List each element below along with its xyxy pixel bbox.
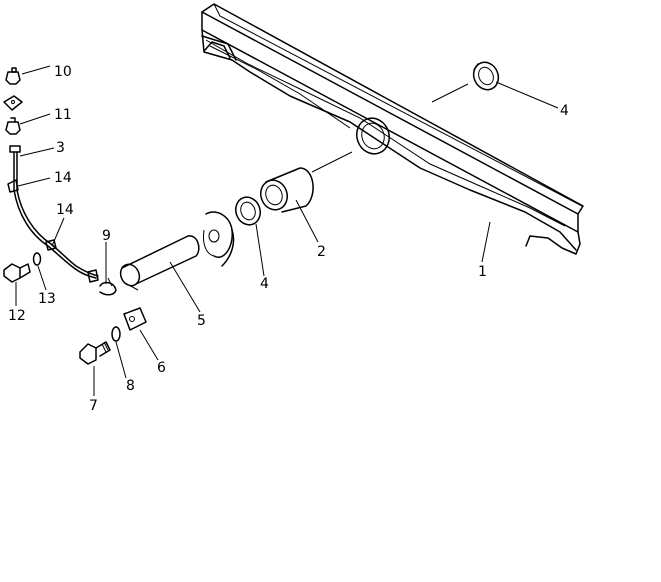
bolt-7 (79, 341, 111, 365)
callout-1: 1 (478, 264, 487, 280)
bolt-12 (3, 263, 31, 283)
callout-2: 2 (317, 244, 326, 260)
callout-3: 3 (56, 140, 65, 156)
bushing (260, 167, 314, 213)
callout-5: 5 (197, 313, 206, 329)
pin (119, 235, 200, 291)
callout-4-left: 4 (260, 276, 269, 292)
grease-tube (7, 145, 99, 283)
callout-14-lower: 14 (56, 202, 74, 218)
callout-10: 10 (54, 64, 72, 80)
equalizer-beam (201, 3, 584, 255)
callout-12: 12 (8, 308, 26, 324)
callout-labels: 10 11 3 14 14 9 12 13 5 6 8 7 4 2 4 1 (8, 64, 569, 414)
elbow-fitting (99, 277, 117, 296)
callout-4-right: 4 (560, 103, 569, 119)
seal-ring-left (234, 196, 262, 226)
leader-lines (15, 65, 559, 396)
cap (3, 95, 23, 111)
lock-plate (123, 307, 147, 331)
callout-8: 8 (126, 378, 135, 394)
callout-13: 13 (38, 291, 56, 307)
callout-9: 9 (102, 228, 111, 244)
seal-ring-right (472, 61, 500, 91)
callout-7: 7 (89, 398, 98, 414)
callout-6: 6 (157, 360, 166, 376)
washer-13 (32, 252, 42, 266)
thrust-washer (203, 211, 235, 267)
callout-14-upper: 14 (54, 170, 72, 186)
washer-8 (111, 326, 121, 342)
adapter (5, 117, 21, 135)
callout-11: 11 (54, 107, 72, 123)
grease-nipple (5, 67, 21, 85)
